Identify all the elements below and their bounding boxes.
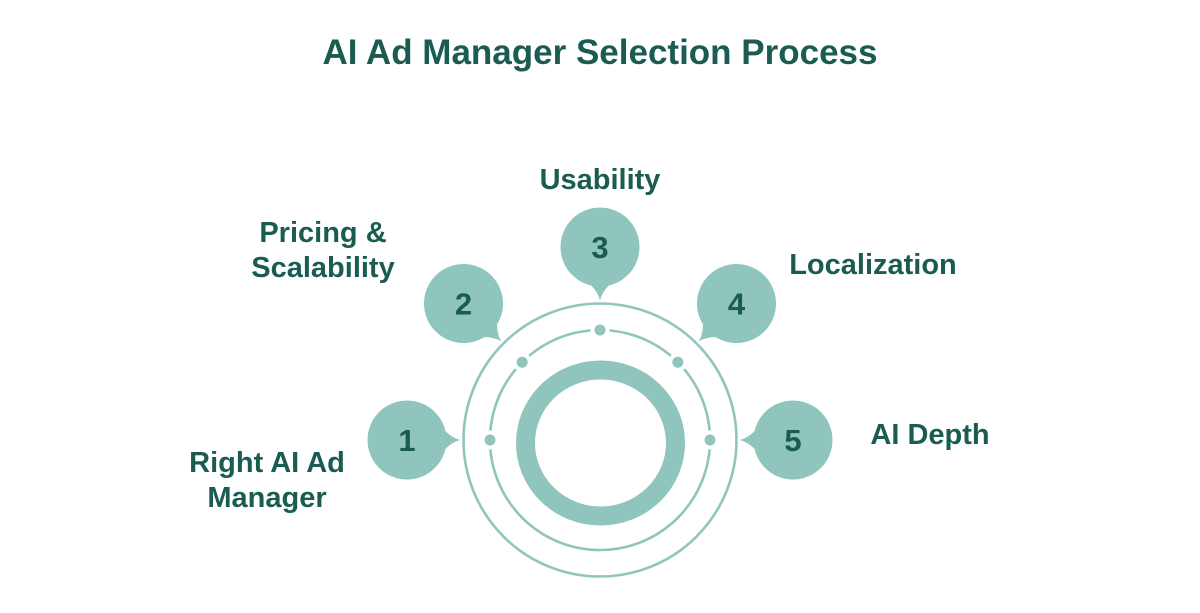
step-bubble-4	[697, 264, 776, 343]
step-number-3: 3	[591, 230, 608, 265]
step-bubble-2	[424, 264, 503, 343]
orbit-dot	[672, 356, 684, 368]
step-label-localization: Localization	[789, 249, 957, 281]
orbit-dot	[594, 324, 606, 336]
step-label-pricing-scalability: Pricing & Scalability	[251, 217, 395, 284]
step-number-1: 1	[398, 423, 415, 458]
outer-ring	[462, 302, 738, 578]
step-label-ai-depth: AI Depth	[870, 419, 990, 451]
page-title: AI Ad Manager Selection Process	[322, 33, 878, 73]
step-bubble-3	[560, 207, 640, 287]
step-bubble-1	[367, 400, 447, 480]
step-number-5: 5	[784, 423, 801, 458]
orbit-dot	[516, 356, 528, 368]
step-label-right-ai-ad-manager: Right AI Ad Manager	[189, 447, 345, 514]
center-ring	[516, 360, 685, 526]
step-label-usability: Usability	[539, 164, 661, 196]
step-number-2: 2	[455, 287, 472, 322]
step-bubble-5	[753, 400, 833, 480]
step-number-4: 4	[728, 287, 746, 322]
orbit-dot	[704, 434, 716, 446]
orbit-dot	[484, 434, 496, 446]
